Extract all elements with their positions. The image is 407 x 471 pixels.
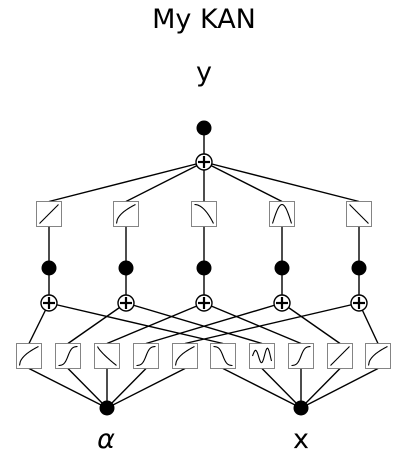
edge-input-to-activation: [300, 368, 341, 409]
activation-box-curve: [136, 345, 156, 367]
activation-box-curve: [271, 203, 293, 224]
activation-box-curve: [194, 203, 214, 224]
hidden-node: [196, 260, 212, 276]
hidden-node: [351, 260, 367, 276]
activation-box: [269, 201, 295, 227]
edge-activation-to-sum: [67, 302, 127, 345]
edge-activation-to-sum: [281, 302, 341, 345]
edge-activation-to-sum: [106, 302, 205, 345]
edge-activation-to-sum: [203, 302, 302, 345]
input-node: [293, 400, 309, 416]
edge-activation-to-sum: [48, 302, 224, 345]
edge-input-to-activation: [28, 367, 108, 409]
activation-box-curve: [349, 204, 369, 224]
output-node: [196, 120, 212, 136]
activation-box-curve: [367, 346, 388, 366]
edge-activation-to-output-sum: [203, 161, 283, 203]
output-label: y: [196, 57, 212, 88]
input-label-x: x: [293, 424, 309, 455]
edge-activation-to-sum: [145, 302, 283, 345]
edge-input-to-activation: [300, 367, 379, 409]
activation-box-curve: [18, 346, 39, 366]
activation-box-curve: [58, 345, 78, 367]
activation-box-curve: [251, 347, 273, 364]
edge-activation-to-output-sum: [125, 161, 205, 203]
input-node: [99, 400, 115, 416]
edge-input-to-activation: [106, 368, 147, 409]
edge-input-to-activation: [222, 367, 302, 409]
edge-input-to-activation: [261, 368, 302, 409]
activation-boxes: [16, 201, 391, 369]
diagram-title: My KAN: [152, 4, 256, 35]
activation-box-curve: [174, 346, 195, 366]
hidden-node: [41, 260, 57, 276]
activation-box-curve: [291, 345, 311, 367]
hidden-node: [118, 260, 134, 276]
edge-input-to-activation: [67, 368, 108, 409]
nodes: [40, 120, 368, 416]
edge-activation-to-output-sum: [48, 161, 205, 203]
edge-input-to-activation: [106, 367, 186, 409]
edge-activation-to-sum: [184, 302, 360, 345]
input-label-alpha: α: [97, 424, 115, 455]
activation-box-curve: [115, 204, 136, 224]
hidden-node: [274, 260, 290, 276]
activation-box-curve: [39, 204, 59, 224]
activation-box-curve: [213, 345, 233, 367]
edge-activation-to-output-sum: [203, 161, 360, 203]
activation-box-curve: [97, 346, 117, 366]
edge-activation-to-sum: [125, 302, 263, 345]
activation-box-curve: [330, 346, 350, 366]
